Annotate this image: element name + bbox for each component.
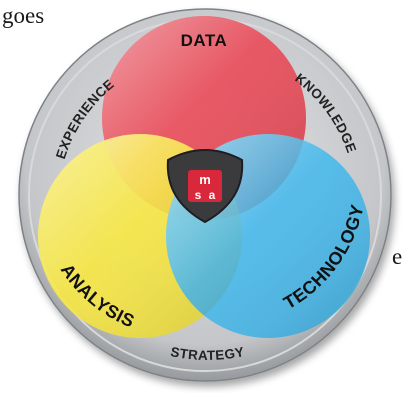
center-logo-box: [188, 170, 222, 202]
center-logo-letter-m: m: [199, 172, 211, 187]
ring-label-strategy: STRATEGY: [169, 344, 245, 363]
body-text-fragment-bottom: e: [392, 244, 403, 269]
center-logo-letter-a: a: [209, 188, 216, 202]
label-data: DATA: [181, 31, 228, 50]
body-text-fragment-top: goes: [2, 3, 45, 28]
center-logo-letter-s: s: [195, 188, 202, 202]
